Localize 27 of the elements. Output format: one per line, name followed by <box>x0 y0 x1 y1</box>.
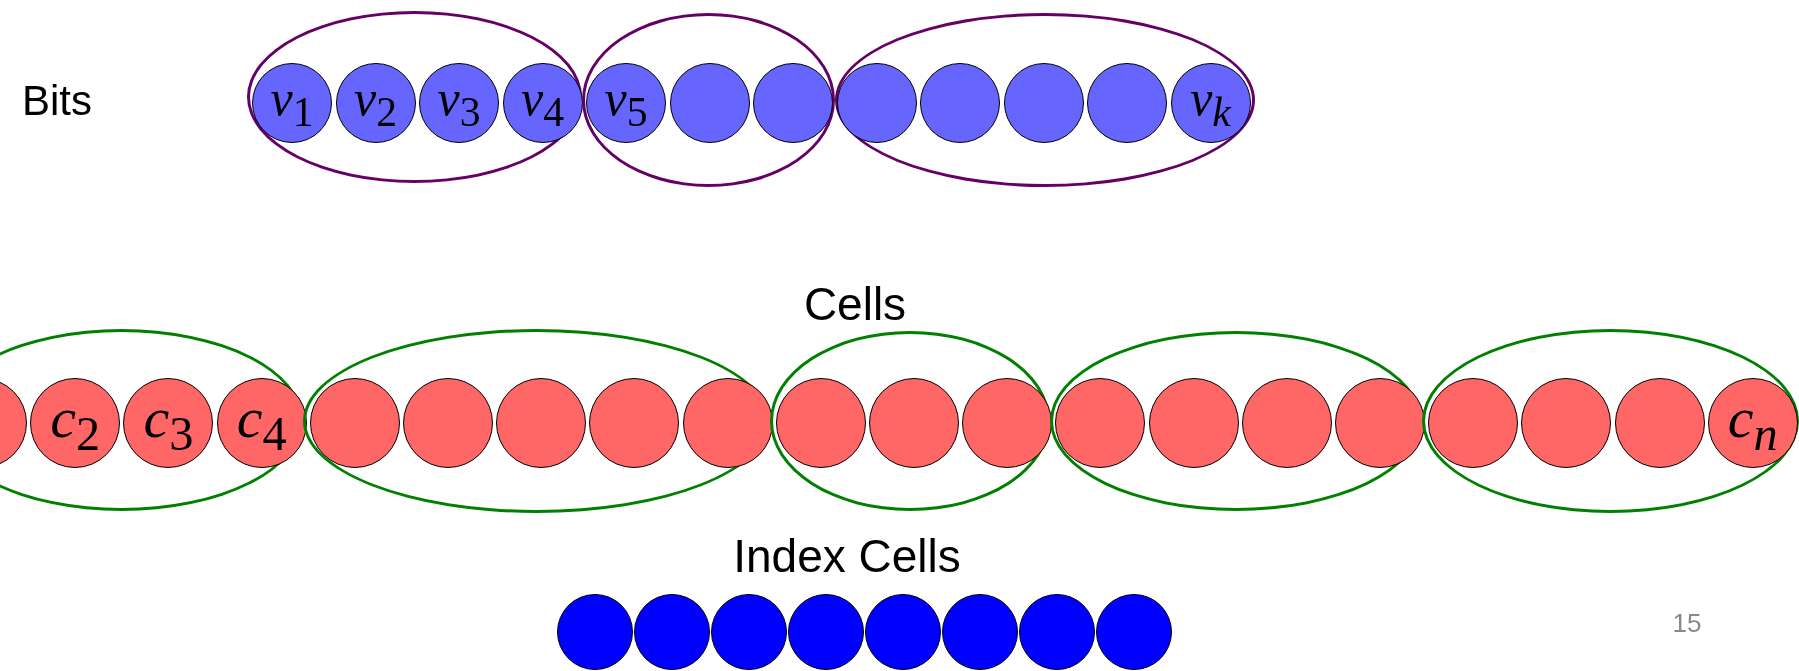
math-label: c$_{4}$ <box>236 388 287 458</box>
row-label: Index Cells <box>733 533 961 579</box>
math-label: v$_{3}$ <box>437 72 481 134</box>
row-label: Cells <box>803 281 907 327</box>
math-label: v$_{1}$ <box>270 72 314 134</box>
math-label: v$_{2}$ <box>354 72 397 134</box>
math-label: v$_{4}$ <box>521 72 564 134</box>
math-label: c$_{n}$ <box>1727 388 1778 458</box>
math-label: c$_{2}$ <box>50 388 101 458</box>
group-ellipse <box>1050 331 1422 511</box>
circle <box>586 63 666 143</box>
group-ellipse <box>582 13 835 187</box>
group-ellipse <box>770 331 1050 511</box>
group-ellipse <box>303 329 770 513</box>
row-label: Bits <box>22 80 92 122</box>
circle <box>252 63 332 143</box>
math-label: v$_{k}$ <box>1190 72 1231 134</box>
group-ellipse <box>835 13 1255 187</box>
group-ellipse <box>1422 329 1799 513</box>
math-label: c$_{3}$ <box>143 388 194 458</box>
circle <box>1428 378 1519 468</box>
group-ellipse <box>247 11 582 183</box>
circle <box>753 63 833 143</box>
circle <box>775 378 866 468</box>
page-number: 15 <box>1672 610 1702 636</box>
circle <box>1055 378 1146 468</box>
math-label: v$_{5}$ <box>604 72 648 134</box>
